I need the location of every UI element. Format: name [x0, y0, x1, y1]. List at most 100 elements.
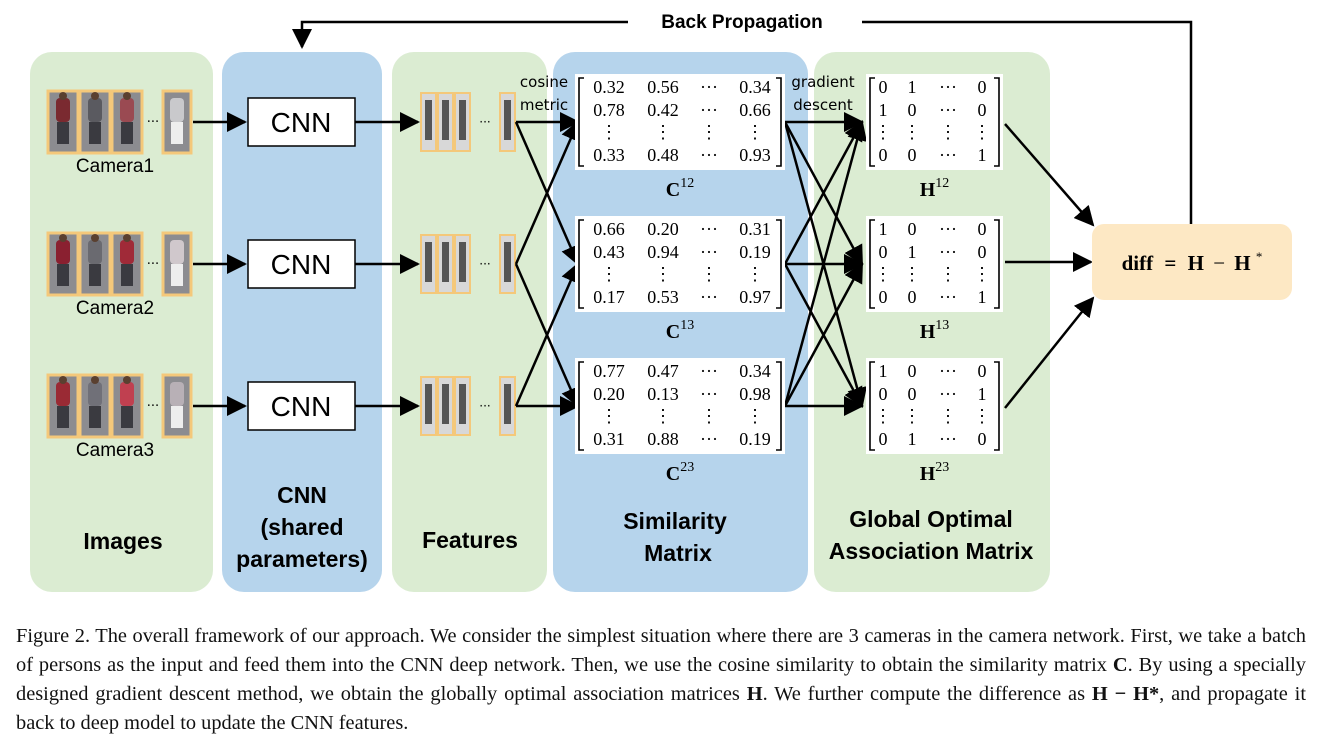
cnn-column-title-2: (shared	[260, 514, 343, 540]
matrix-cell: ⋮	[874, 122, 892, 142]
matrix-cell: 0.19	[739, 242, 771, 262]
matrix-cell: 1	[908, 77, 917, 97]
matrix-cell: ···	[939, 384, 957, 404]
feature-map	[437, 376, 454, 436]
ellipsis: ···	[479, 115, 490, 129]
matrix-cell: 0	[879, 429, 888, 449]
matrix-cell: 0	[908, 145, 917, 165]
matrix-left-bracket	[869, 361, 875, 451]
caption-mid2: . We further compute the difference as	[762, 683, 1092, 705]
matrix-cell: 0.33	[593, 145, 625, 165]
matrix-cell: ⋮	[939, 122, 957, 142]
features-column-title: Features	[422, 527, 518, 553]
matrix-cell: 0.88	[647, 429, 679, 449]
cnn-box	[247, 381, 356, 431]
matrix-left-bracket	[869, 77, 875, 167]
matrix-right-bracket	[994, 361, 1000, 451]
matrix-cell: 0	[978, 77, 987, 97]
matrix-cell: ⋮	[903, 406, 921, 426]
matrix-cell: ···	[939, 145, 957, 165]
matrix-cell: 0	[908, 219, 917, 239]
matrix-right-bracket	[776, 77, 782, 167]
figure-caption: Figure 2. The overall framework of our a…	[16, 622, 1306, 738]
person-thumbnail	[110, 373, 144, 439]
matrix-cell: ⋮	[600, 122, 618, 142]
matrix-cell: ···	[700, 287, 718, 307]
diff-formula: diff = H − H *	[1122, 249, 1263, 275]
person-thumbnail	[110, 231, 144, 297]
matrix-cell: 1	[879, 361, 888, 381]
matrix-cell: 0	[978, 100, 987, 120]
person-thumbnail	[46, 231, 80, 297]
similarity-matrices-background	[575, 216, 785, 312]
feature-map	[420, 234, 437, 294]
images-panel	[30, 52, 213, 592]
matrix-cell: 0.17	[593, 287, 625, 307]
matrix-label: C23	[666, 460, 694, 485]
matrix-cell: ···	[700, 219, 718, 239]
person-thumbnail	[78, 231, 112, 297]
matrix-cell: ⋮	[654, 406, 672, 426]
association-column-title-2: Association Matrix	[829, 538, 1034, 564]
matrix-cell: 0.31	[593, 429, 625, 449]
caption-mid: . By using a specially designed gradient…	[16, 654, 1306, 705]
matrix-cell: 1	[978, 384, 987, 404]
matrix-cell: ···	[700, 77, 718, 97]
matrix-cell: 0.97	[739, 287, 771, 307]
matrix-cell: ⋮	[746, 264, 764, 284]
matrix-cell: ⋮	[874, 406, 892, 426]
matrix-cell: 0.66	[593, 219, 625, 239]
cnn-box-label: CNN	[271, 107, 332, 138]
cnn-panel	[222, 52, 382, 592]
diff-star: *	[1256, 249, 1263, 264]
matrix-label: C13	[666, 318, 694, 343]
camera-label: Camera3	[76, 440, 154, 461]
matrix-cell: ⋮	[939, 406, 957, 426]
matrix-cell: ⋮	[746, 406, 764, 426]
matrix-cell: 0.93	[739, 145, 771, 165]
feature-map	[454, 234, 471, 294]
matrix-label: H23	[920, 460, 950, 485]
matrix-cell: 1	[978, 287, 987, 307]
person-thumbnail	[78, 373, 112, 439]
matrix-cell: 0.78	[593, 100, 625, 120]
matrix-cell: ⋮	[700, 406, 718, 426]
person-thumbnail	[161, 231, 193, 297]
matrix-cell: 0.98	[739, 384, 771, 404]
cosine-metric-label-2: metric	[520, 96, 568, 114]
matrix-label: H13	[920, 318, 950, 343]
feature-map	[437, 234, 454, 294]
association-column-title-1: Global Optimal	[849, 506, 1013, 532]
matrix-cell: ⋮	[654, 264, 672, 284]
matrix-cell: ⋮	[973, 406, 991, 426]
matrix-cell: ···	[939, 287, 957, 307]
ellipsis: ···	[147, 399, 159, 414]
matrix-cell: 0.13	[647, 384, 679, 404]
matrix-cell: 0.94	[647, 242, 679, 262]
diff-box	[1092, 224, 1292, 300]
matrix-cell: 0	[879, 287, 888, 307]
association-matrices-background	[866, 74, 1003, 170]
matrix-cell: 0.77	[593, 361, 625, 381]
cnn-column-title-3: parameters)	[236, 546, 368, 572]
matrix-cell: 0.53	[647, 287, 679, 307]
matrix-cell: 0.20	[647, 219, 679, 239]
matrix-cell: 0.42	[647, 100, 679, 120]
matrix-cell: 0	[879, 145, 888, 165]
matrix-cell: ⋮	[600, 264, 618, 284]
person-thumbnail	[78, 89, 112, 155]
feature-map	[420, 376, 437, 436]
matrix-cell: 0.20	[593, 384, 625, 404]
matrix-cell: 0.32	[593, 77, 625, 97]
matrix-cell: 1	[879, 100, 888, 120]
matrix-right-bracket	[776, 361, 782, 451]
camera-label: Camera2	[76, 298, 154, 319]
matrix-cell: ···	[939, 77, 957, 97]
diff-h: H	[1188, 251, 1204, 275]
matrix-cell: 0	[879, 384, 888, 404]
ellipsis: ···	[147, 257, 159, 272]
diff-word: diff	[1122, 251, 1155, 275]
images-column-title: Images	[83, 528, 162, 554]
matrix-cell: ⋮	[654, 122, 672, 142]
person-thumbnail	[161, 373, 193, 439]
